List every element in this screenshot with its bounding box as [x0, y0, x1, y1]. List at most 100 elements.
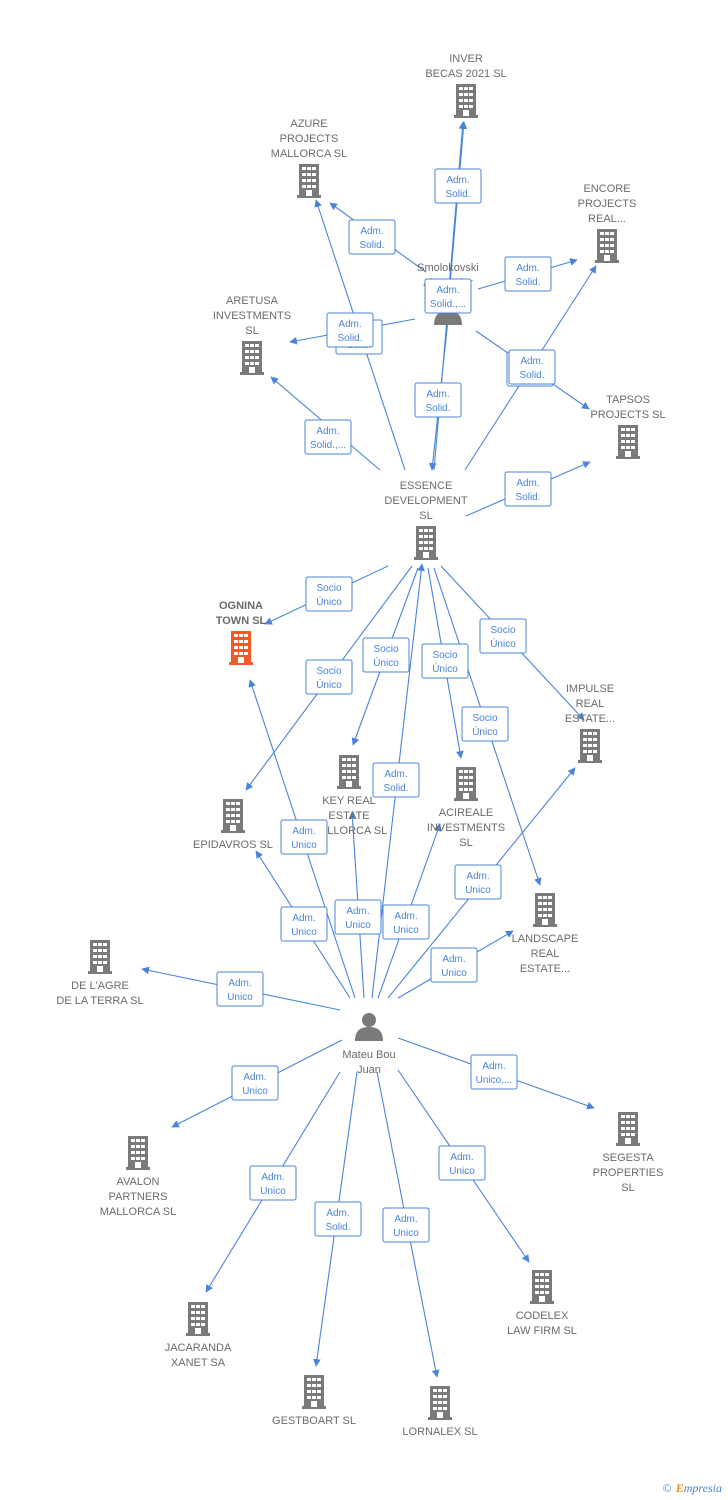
relationship-label-mateu-to-landscape[interactable]: Adm.Unico	[430, 947, 478, 983]
relationship-label-box	[434, 168, 482, 204]
node-label-encore: ENCORE	[583, 183, 630, 195]
relationship-label-text: Socio	[316, 583, 341, 594]
edges-layer	[141, 121, 597, 1378]
relationship-label-mateu-to-codelex[interactable]: Adm.Unico	[438, 1145, 486, 1181]
building-icon	[126, 1136, 150, 1170]
relationship-label-mateu-to-delagre[interactable]: Adm.Unico	[216, 971, 264, 1007]
relationship-label-text: Solid.	[325, 1222, 350, 1233]
relationship-label-text: Unico	[345, 920, 371, 931]
relationship-labels-layer: Adm.Solid.Adm.Solid.Adm.Solid.Adm.Solid.…	[216, 168, 556, 1243]
relationship-label-essence-to-aretusa[interactable]: Adm.Solid.,...	[304, 419, 352, 455]
relationship-label-mateu-to-keyreal[interactable]: Adm.Unico	[334, 899, 382, 935]
relationship-label-box	[280, 906, 328, 942]
building-icon	[428, 1386, 452, 1420]
relationship-label-smolokovski-to-encore[interactable]: Adm.Solid.	[504, 256, 552, 292]
relationship-label-text: Único	[316, 678, 342, 691]
relationship-label-mateu-to-jacaranda[interactable]: Adm.Unico	[249, 1165, 297, 1201]
company-node-epidavros[interactable]: EPIDAVROS SL	[193, 799, 273, 851]
relationship-label-text: Adm.	[394, 911, 417, 922]
relationship-label-box	[362, 637, 410, 673]
relationship-label-text: Solid.	[519, 370, 544, 381]
relationship-label-essence-to-inver[interactable]: Adm.Solid.,...	[424, 278, 472, 314]
relationship-label-text: Unico	[291, 927, 317, 938]
relationship-label-box	[280, 819, 328, 855]
relationship-label-smolokovski-to-essence[interactable]: Adm.Solid.	[414, 382, 462, 418]
relationship-label-text: Socio	[472, 713, 497, 724]
relationship-label-mateu-to-essence[interactable]: Adm.Solid.	[372, 762, 420, 798]
building-icon	[530, 1270, 554, 1304]
relationship-label-text: Unico,...	[476, 1075, 513, 1086]
relationship-label-text: Único	[373, 656, 399, 669]
relationship-label-box	[424, 278, 472, 314]
relationship-label-smolokovski-to-inver[interactable]: Adm.Solid.	[434, 168, 482, 204]
node-label-avalon: AVALON	[117, 1176, 160, 1188]
relationship-label-box	[334, 899, 382, 935]
relationship-label-text: Solid.	[383, 783, 408, 794]
relationship-label-mateu-to-gestboart[interactable]: Adm.Solid.	[314, 1201, 362, 1237]
brand-footer[interactable]: ©Empresia	[663, 1481, 722, 1496]
company-node-lornalex[interactable]: LORNALEX SL	[402, 1386, 478, 1438]
relationship-label-essence-to-azure[interactable]: Adm.Solid.	[326, 312, 374, 348]
relationship-label-box	[305, 659, 353, 695]
company-node-encore[interactable]: ENCOREPROJECTSREAL...	[578, 183, 637, 263]
relationship-label-box	[382, 904, 430, 940]
company-node-landscape[interactable]: LANDSCAPEREALESTATE...	[512, 893, 579, 975]
relationship-label-mateu-to-avalon[interactable]: Adm.Unico	[231, 1065, 279, 1101]
company-node-gestboart[interactable]: GESTBOART SL	[272, 1375, 356, 1427]
relationship-label-mateu-to-acireale[interactable]: Adm.Unico	[382, 904, 430, 940]
relationship-label-text: Solid.,...	[430, 299, 466, 310]
node-label-landscape: ESTATE...	[520, 963, 570, 975]
relationship-label-text: Solid.	[515, 277, 540, 288]
relationship-label-essence-to-tapsos[interactable]: Adm.Solid.	[504, 471, 552, 507]
relationship-label-mateu-to-segesta[interactable]: Adm.Unico,...	[470, 1054, 518, 1090]
building-icon	[337, 755, 361, 789]
relationship-label-box	[461, 706, 509, 742]
relationship-label-box	[305, 576, 353, 612]
relationship-label-mateu-to-impulse[interactable]: Adm.Unico	[454, 864, 502, 900]
node-label-azure: PROJECTS	[280, 133, 339, 145]
relationship-label-text: Único	[472, 725, 498, 738]
node-label-keyreal: KEY REAL	[322, 795, 376, 807]
relationship-label-text: Adm.	[516, 478, 539, 489]
relationship-label-text: Socio	[490, 625, 515, 636]
building-icon	[221, 799, 245, 833]
node-label-impulse: REAL	[576, 698, 605, 710]
node-label-acireale: SL	[459, 837, 472, 849]
relationship-label-box	[504, 471, 552, 507]
building-icon	[186, 1302, 210, 1336]
relationship-label-smolokovski-to-azure[interactable]: Adm.Solid.	[348, 219, 396, 255]
relationship-label-mateu-to-ognina[interactable]: Adm.Unico	[280, 819, 328, 855]
relationship-label-text: Adm.	[243, 1072, 266, 1083]
node-label-landscape: REAL	[531, 948, 560, 960]
node-label-smolokovski: Smolokovski	[417, 262, 479, 274]
company-node-impulse[interactable]: IMPULSEREALESTATE...	[565, 683, 615, 763]
relationship-label-box	[304, 419, 352, 455]
relationship-label-mateu-to-epidavros[interactable]: Adm.Unico	[280, 906, 328, 942]
relationship-label-box	[438, 1145, 486, 1181]
node-label-inver: INVER	[449, 53, 483, 65]
relationship-label-mateu-to-lornalex[interactable]: Adm.Unico	[382, 1207, 430, 1243]
relationship-label-essence-to-encore[interactable]: Adm.Solid.	[508, 349, 556, 385]
building-icon	[616, 425, 640, 459]
node-label-impulse: ESTATE...	[565, 713, 615, 725]
